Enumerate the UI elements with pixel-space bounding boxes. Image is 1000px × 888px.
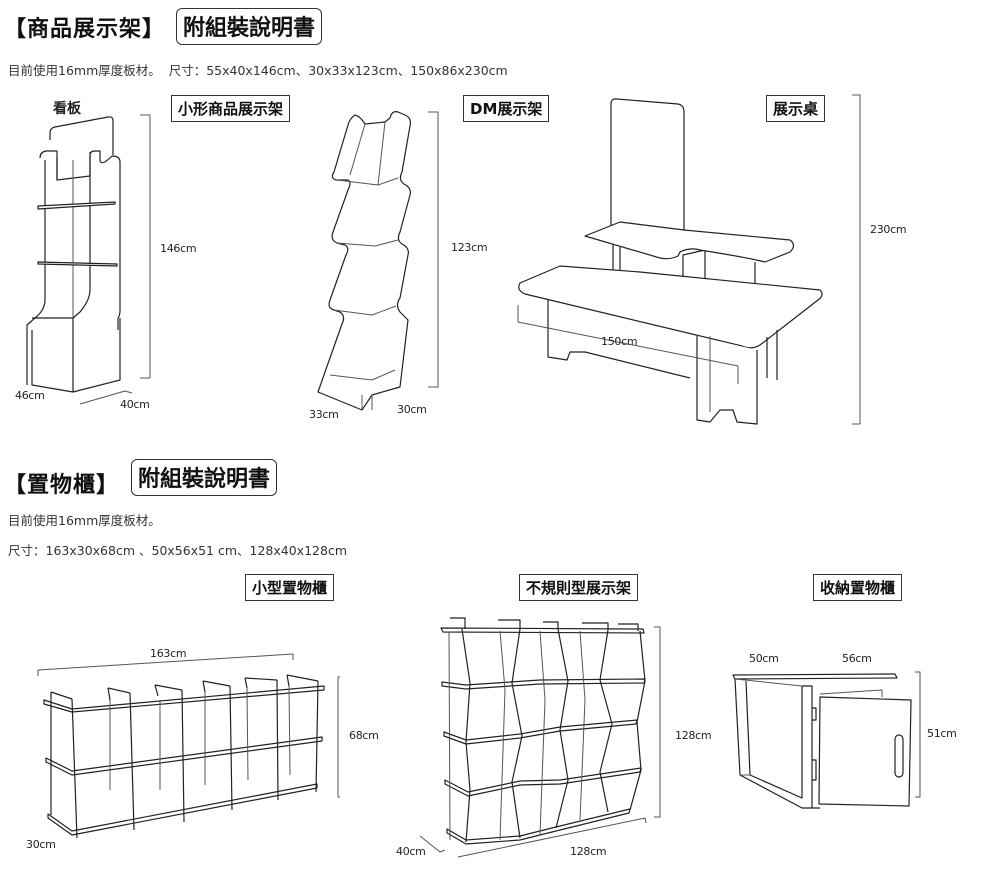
assembly-manual-button[interactable]: 附組裝說明書 xyxy=(176,8,323,45)
section-title-display-racks: 【商品展示架】 xyxy=(4,17,166,42)
product-label-storage-cabinet: 收納置物櫃 xyxy=(813,574,903,601)
material-text: 目前使用16mm厚度板材。 xyxy=(8,63,161,78)
section-title-storage-cabinets: 【置物櫃】 xyxy=(4,473,120,498)
dim-signboard-depth: 40cm xyxy=(120,398,150,411)
dim-small-rack-depth: 30cm xyxy=(397,403,427,416)
dim-small-rack-height: 123cm xyxy=(451,241,488,254)
dim-irregular-rack-depth: 40cm xyxy=(396,845,426,858)
product-label-small-display-rack: 小形商品展示架 xyxy=(171,95,291,122)
dim-small-cabinet-width: 163cm xyxy=(150,647,187,660)
dim-small-rack-width: 33cm xyxy=(309,408,339,421)
dim-storage-cabinet-depth: 56cm xyxy=(842,652,872,665)
assembly-manual-button-2[interactable]: 附組裝說明書 xyxy=(131,459,278,496)
product-label-display-table: 展示桌 xyxy=(766,95,826,122)
product-label-irregular-rack: 不規則型展示架 xyxy=(519,574,639,601)
material-note: 目前使用16mm厚度板材。 尺寸：55x40x146cm、30x33x123cm… xyxy=(8,60,508,79)
dim-table-width: 150cm xyxy=(601,335,638,348)
size-note-2: 尺寸：163x30x68cm 、50x56x51 cm、128x40x128cm xyxy=(8,543,347,558)
size-text: 尺寸：55x40x146cm、30x33x123cm、150x86x230cm xyxy=(168,63,508,78)
product-label-dm-rack: DM展示架 xyxy=(463,95,550,122)
dim-irregular-rack-width: 128cm xyxy=(570,845,607,858)
dim-storage-cabinet-width: 50cm xyxy=(749,652,779,665)
dim-irregular-rack-height: 128cm xyxy=(675,729,712,742)
dim-small-cabinet-depth: 30cm xyxy=(26,838,56,851)
product-label-small-cabinet: 小型置物櫃 xyxy=(245,574,335,601)
dim-signboard-width: 46cm xyxy=(15,389,45,402)
dim-storage-cabinet-height: 51cm xyxy=(927,727,957,740)
dim-small-cabinet-height: 68cm xyxy=(349,729,379,742)
dim-table-height: 230cm xyxy=(870,223,907,236)
product-label-signboard: 看板 xyxy=(53,101,81,117)
dim-signboard-height: 146cm xyxy=(160,242,197,255)
material-note-2: 目前使用16mm厚度板材。 xyxy=(8,513,161,528)
